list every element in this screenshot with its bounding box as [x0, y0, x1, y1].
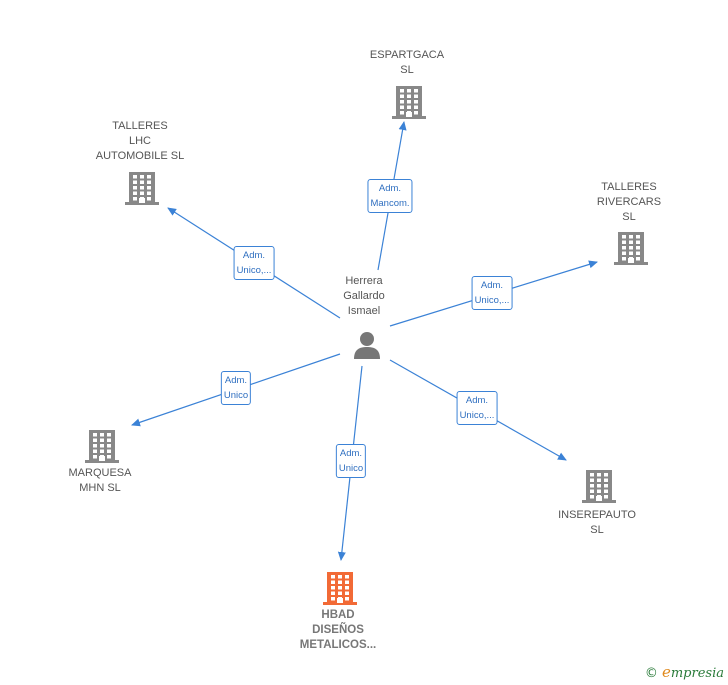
brand-footer: © empresia	[645, 663, 724, 681]
building-icon-espartgaca[interactable]	[392, 84, 426, 125]
company-name-marquesa[interactable]: MARQUESA MHN SL	[68, 467, 132, 494]
company-name-espartgaca[interactable]: ESPARTGACA SL	[369, 49, 445, 76]
building-icon-talleres-rivercars[interactable]	[614, 230, 648, 271]
company-name-talleres-rivercars[interactable]: TALLERES RIVERCARS SL	[596, 181, 662, 223]
company-name-talleres-lhc[interactable]: TALLERES LHC AUTOMOBILE SL	[95, 120, 185, 162]
brand-logo-initial: e	[661, 663, 671, 681]
role-label-espartgaca[interactable]: Adm. Mancom.	[367, 179, 413, 213]
building-icon-inserepauto[interactable]	[582, 468, 616, 509]
role-label-marquesa[interactable]: Adm. Unico	[220, 371, 252, 405]
building-icon-talleres-lhc[interactable]	[125, 170, 159, 211]
center-person-name[interactable]: Herrera Gallardo Ismael	[343, 275, 385, 317]
role-label-inserepauto[interactable]: Adm. Unico,...	[456, 391, 498, 425]
role-label-talleres-rivercars[interactable]: Adm. Unico,...	[471, 276, 513, 310]
building-icon-hbad[interactable]	[323, 570, 357, 611]
company-name-inserepauto[interactable]: INSEREPAUTO SL	[558, 509, 636, 536]
building-icon-marquesa[interactable]	[85, 428, 119, 469]
role-label-hbad[interactable]: Adm. Unico	[335, 444, 367, 478]
role-label-talleres-lhc[interactable]: Adm. Unico,...	[233, 246, 275, 280]
copyright-icon: ©	[644, 666, 658, 681]
company-name-hbad[interactable]: HBAD DISEÑOS METALICOS...	[299, 609, 377, 651]
brand-logo-text: mpresia	[670, 666, 724, 681]
person-icon[interactable]	[352, 330, 382, 365]
